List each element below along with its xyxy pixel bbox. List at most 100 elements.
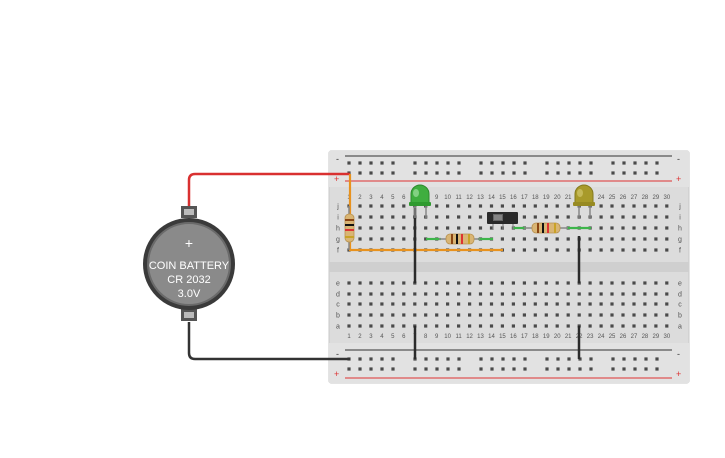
breadboard-hole[interactable] bbox=[511, 324, 515, 328]
breadboard-hole[interactable] bbox=[358, 292, 362, 296]
breadboard-hole[interactable] bbox=[589, 357, 593, 361]
breadboard-hole[interactable] bbox=[490, 171, 494, 175]
breadboard-hole[interactable] bbox=[512, 357, 516, 361]
breadboard-hole[interactable] bbox=[511, 313, 515, 317]
breadboard-hole[interactable] bbox=[424, 367, 428, 371]
breadboard-hole[interactable] bbox=[555, 215, 559, 219]
breadboard-hole[interactable] bbox=[544, 281, 548, 285]
breadboard-hole[interactable] bbox=[413, 292, 417, 296]
breadboard-hole[interactable] bbox=[589, 367, 593, 371]
breadboard-hole[interactable] bbox=[489, 324, 494, 328]
breadboard-hole[interactable] bbox=[632, 302, 636, 306]
breadboard-hole[interactable] bbox=[402, 204, 406, 208]
breadboard-hole[interactable] bbox=[457, 161, 461, 165]
breadboard-hole[interactable] bbox=[380, 171, 384, 175]
breadboard-hole[interactable] bbox=[621, 324, 625, 328]
breadboard-hole[interactable] bbox=[522, 204, 526, 208]
breadboard-hole[interactable] bbox=[567, 367, 571, 371]
breadboard-hole[interactable] bbox=[424, 281, 428, 285]
breadboard-hole[interactable] bbox=[435, 302, 439, 306]
breadboard-hole[interactable] bbox=[655, 367, 659, 371]
breadboard-hole[interactable] bbox=[544, 292, 548, 296]
breadboard-hole[interactable] bbox=[533, 281, 537, 285]
breadboard-hole[interactable] bbox=[413, 161, 417, 165]
breadboard-hole[interactable] bbox=[358, 237, 362, 241]
breadboard-hole[interactable] bbox=[391, 313, 395, 317]
breadboard-hole[interactable] bbox=[665, 324, 669, 328]
breadboard-hole[interactable] bbox=[654, 215, 658, 219]
resistor-middle[interactable] bbox=[439, 233, 480, 245]
breadboard-hole[interactable] bbox=[610, 292, 614, 296]
breadboard-hole[interactable] bbox=[391, 171, 395, 175]
orange-wire[interactable] bbox=[348, 174, 503, 252]
breadboard-hole[interactable] bbox=[544, 302, 548, 306]
breadboard-hole[interactable] bbox=[358, 215, 362, 219]
breadboard-hole[interactable] bbox=[544, 248, 548, 252]
breadboard-hole[interactable] bbox=[621, 248, 625, 252]
breadboard-hole[interactable] bbox=[391, 237, 395, 241]
resistor-vertical[interactable] bbox=[344, 206, 355, 250]
breadboard-hole[interactable] bbox=[479, 367, 483, 371]
breadboard-hole[interactable] bbox=[622, 161, 626, 165]
breadboard-hole[interactable] bbox=[643, 215, 647, 219]
breadboard-hole[interactable] bbox=[566, 237, 570, 241]
breadboard-hole[interactable] bbox=[599, 302, 603, 306]
breadboard-hole[interactable] bbox=[611, 357, 615, 361]
breadboard-hole[interactable] bbox=[500, 237, 504, 241]
breadboard-hole[interactable] bbox=[391, 281, 395, 285]
breadboard-hole[interactable] bbox=[665, 292, 669, 296]
breadboard-hole[interactable] bbox=[567, 357, 571, 361]
breadboard-hole[interactable] bbox=[632, 324, 636, 328]
breadboard-hole[interactable] bbox=[545, 367, 549, 371]
breadboard-hole[interactable] bbox=[380, 204, 384, 208]
breadboard-hole[interactable] bbox=[511, 292, 515, 296]
breadboard-hole[interactable] bbox=[610, 237, 614, 241]
led-green[interactable] bbox=[409, 184, 431, 218]
breadboard-hole[interactable] bbox=[544, 237, 548, 241]
resistor-right[interactable] bbox=[524, 222, 568, 234]
breadboard-hole[interactable] bbox=[391, 357, 395, 361]
breadboard-hole[interactable] bbox=[347, 367, 351, 371]
breadboard-hole[interactable] bbox=[599, 324, 603, 328]
breadboard-hole[interactable] bbox=[599, 237, 603, 241]
breadboard-hole[interactable] bbox=[402, 313, 406, 317]
breadboard-hole[interactable] bbox=[391, 204, 395, 208]
breadboard-hole[interactable] bbox=[380, 292, 384, 296]
breadboard-hole[interactable] bbox=[490, 357, 494, 361]
breadboard-hole[interactable] bbox=[566, 204, 570, 208]
breadboard-hole[interactable] bbox=[435, 357, 439, 361]
breadboard-hole[interactable] bbox=[566, 292, 570, 296]
breadboard-hole[interactable] bbox=[380, 161, 384, 165]
breadboard-hole[interactable] bbox=[633, 171, 637, 175]
breadboard-hole[interactable] bbox=[555, 204, 559, 208]
breadboard-hole[interactable] bbox=[621, 226, 625, 230]
breadboard-hole[interactable] bbox=[610, 248, 614, 252]
breadboard-hole[interactable] bbox=[435, 226, 439, 230]
breadboard-hole[interactable] bbox=[391, 226, 395, 230]
breadboard-hole[interactable] bbox=[468, 215, 472, 219]
breadboard-hole[interactable] bbox=[424, 324, 428, 328]
breadboard-hole[interactable] bbox=[413, 367, 417, 371]
breadboard-hole[interactable] bbox=[555, 281, 559, 285]
breadboard-hole[interactable] bbox=[643, 302, 647, 306]
breadboard-hole[interactable] bbox=[654, 292, 658, 296]
breadboard-hole[interactable] bbox=[489, 226, 494, 230]
breadboard-hole[interactable] bbox=[566, 281, 570, 285]
breadboard-hole[interactable] bbox=[665, 204, 669, 208]
breadboard-hole[interactable] bbox=[501, 367, 505, 371]
breadboard-hole[interactable] bbox=[633, 161, 637, 165]
breadboard-hole[interactable] bbox=[621, 313, 625, 317]
breadboard-hole[interactable] bbox=[446, 357, 450, 361]
breadboard-hole[interactable] bbox=[622, 357, 626, 361]
breadboard-hole[interactable] bbox=[347, 302, 351, 306]
breadboard-hole[interactable] bbox=[577, 313, 581, 317]
breadboard-hole[interactable] bbox=[358, 324, 362, 328]
breadboard-hole[interactable] bbox=[391, 302, 395, 306]
breadboard-hole[interactable] bbox=[588, 281, 592, 285]
breadboard-hole[interactable] bbox=[500, 281, 504, 285]
breadboard-hole[interactable] bbox=[511, 281, 515, 285]
breadboard-hole[interactable] bbox=[588, 248, 592, 252]
breadboard-hole[interactable] bbox=[632, 248, 636, 252]
breadboard-hole[interactable] bbox=[578, 171, 582, 175]
breadboard-hole[interactable] bbox=[468, 292, 472, 296]
